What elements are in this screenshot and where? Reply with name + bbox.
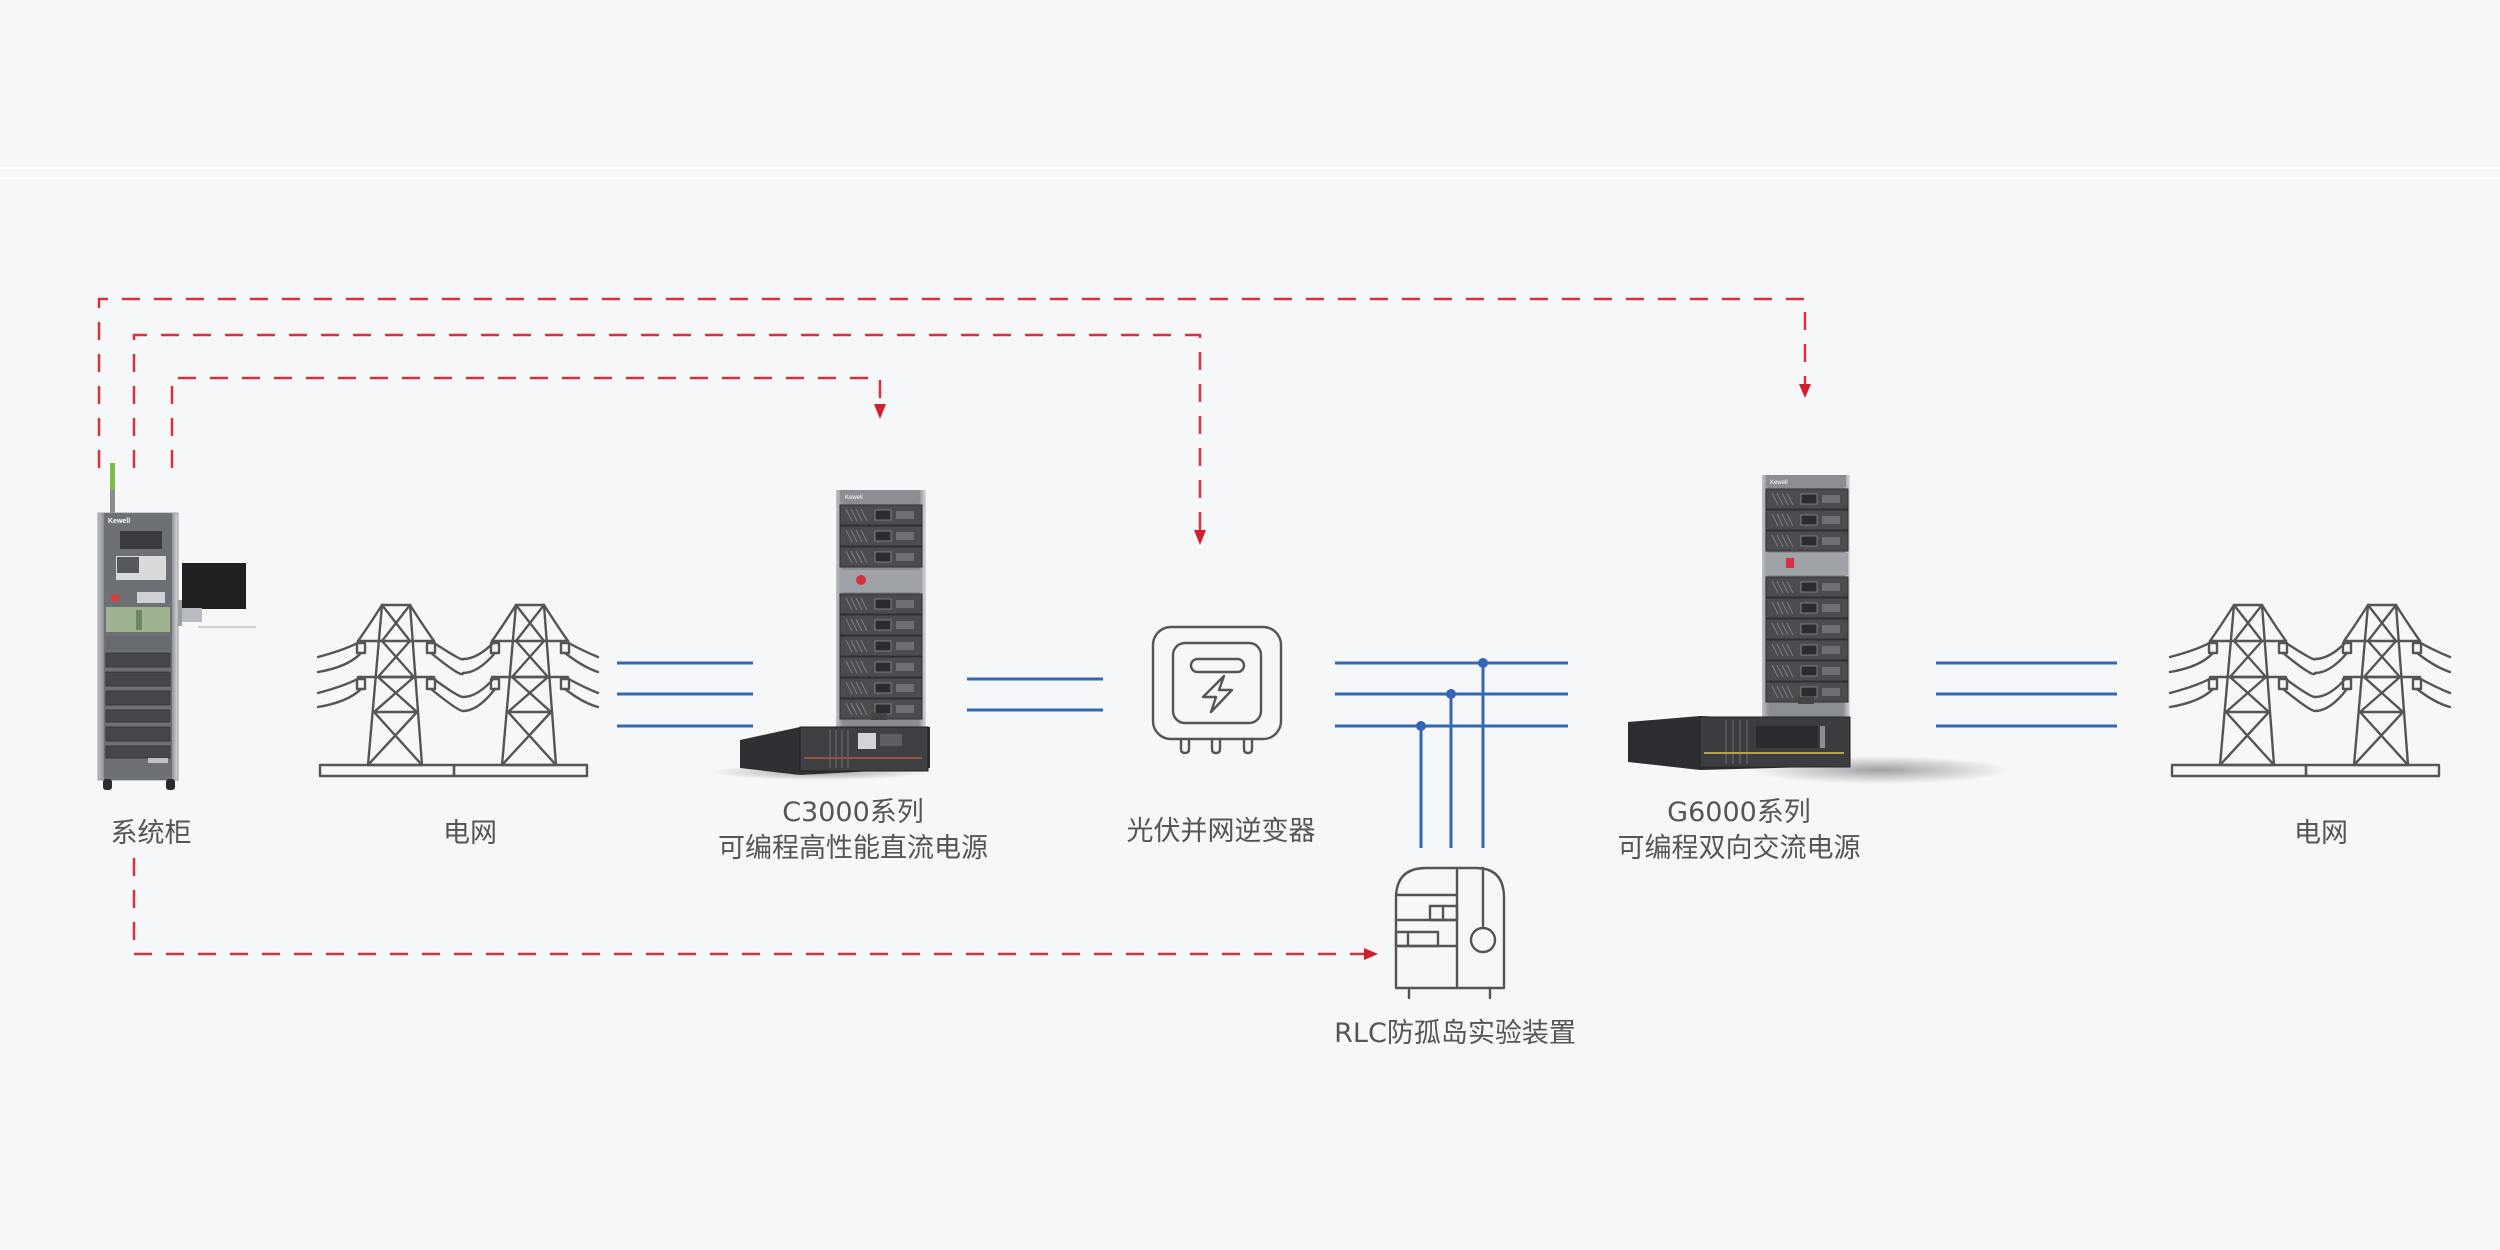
label-description: 可编程高性能直流电源 <box>718 833 988 864</box>
rack-brand: Kewell <box>845 495 863 501</box>
dc-power-rack-icon[interactable]: Kewell <box>710 490 930 780</box>
header-separator-bottom <box>0 177 2500 179</box>
label-system-cabinet: 系统柜 <box>111 816 192 852</box>
label-description: 可编程双向交流电源 <box>1617 833 1861 864</box>
rack-brand: Kewell <box>1770 480 1788 486</box>
arrow-down-icon <box>1194 530 1206 545</box>
power-tower-icon[interactable] <box>316 603 600 778</box>
power-tower-icon[interactable] <box>2168 603 2452 778</box>
label-text: RLC防孤岛实验装置 <box>1334 1018 1576 1049</box>
power-lines <box>617 658 2117 848</box>
label-text: 电网 <box>443 818 497 849</box>
label-pv-inverter: 光伏并网逆变器 <box>1127 814 1316 850</box>
control-lines <box>97 297 1811 960</box>
system-cabinet-icon[interactable]: Kewell <box>97 463 256 790</box>
control-line-to-ac-source <box>97 297 1807 468</box>
power-line-dc-to-inverter <box>967 677 1103 712</box>
arrow-right-icon <box>1364 948 1378 960</box>
cabinet-brand: Kewell <box>108 518 130 525</box>
junction-dot <box>1416 721 1426 731</box>
label-rlc-device: RLC防孤岛实验装置 <box>1334 1016 1576 1052</box>
label-text: 光伏并网逆变器 <box>1126 816 1316 847</box>
label-dc-source: C3000系列 可编程高性能直流电源 <box>718 795 988 867</box>
header-separator-top <box>0 167 2500 169</box>
arrow-down-icon <box>874 404 886 419</box>
power-line-to-rlc <box>1416 658 1488 848</box>
label-text: 电网 <box>2294 818 2348 849</box>
label-series: G6000系列 <box>1667 797 1811 828</box>
ac-power-rack-icon[interactable]: Kewell <box>1628 475 2010 784</box>
junction-dot <box>1446 689 1456 699</box>
label-grid-right: 电网 <box>2294 816 2348 852</box>
junction-dot <box>1478 658 1488 668</box>
label-grid-left: 电网 <box>443 816 497 852</box>
power-line-ac-to-grid <box>1936 661 2117 728</box>
power-line-grid-to-dc <box>617 661 753 728</box>
label-series: C3000系列 <box>782 797 924 828</box>
label-ac-source: G6000系列 可编程双向交流电源 <box>1618 795 1861 867</box>
inverter-icon[interactable] <box>1151 625 1283 755</box>
control-line-to-inverter <box>132 333 1202 530</box>
control-line-to-dc-source <box>170 376 882 468</box>
arrow-down-icon <box>1799 384 1811 398</box>
control-line-to-rlc <box>132 858 1364 956</box>
label-text: 系统柜 <box>110 818 192 849</box>
rlc-load-icon[interactable] <box>1394 866 1506 1000</box>
